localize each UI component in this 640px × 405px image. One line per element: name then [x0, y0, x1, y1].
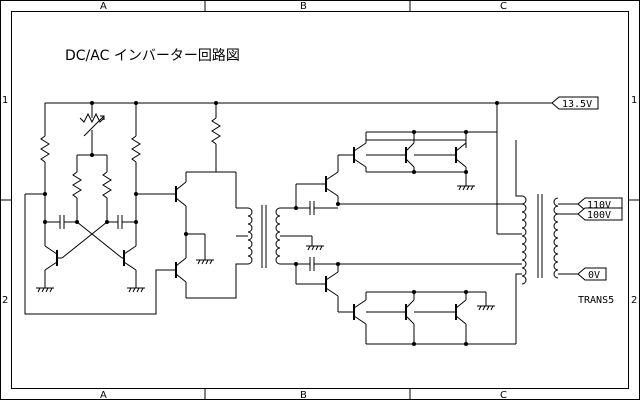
- driver-transformer: [236, 205, 300, 268]
- transistor-q7: [366, 132, 415, 172]
- ground-3: [196, 259, 214, 265]
- driver-stage: [170, 103, 248, 299]
- resistor-r2: [131, 135, 141, 163]
- transistor-q2: [122, 222, 137, 288]
- ground-2: [127, 287, 145, 293]
- transistor-q9: [296, 264, 354, 313]
- resistor-r3: [72, 171, 82, 199]
- port-100v-label: 100V: [587, 210, 611, 221]
- supply-port: 13.5V: [551, 96, 599, 110]
- row-label-2-right: 2: [631, 295, 637, 306]
- col-label-a-top: A: [100, 1, 107, 12]
- upper-switch-bank: [294, 130, 522, 215]
- supply-port-label: 13.5V: [562, 99, 592, 110]
- port-110v-label: 110V: [587, 200, 611, 211]
- multivibrator: [24, 103, 170, 315]
- row-label-2-left: 2: [2, 295, 8, 306]
- row-label-1-left: 1: [2, 95, 8, 106]
- supply-rail: [45, 101, 552, 105]
- transistor-q10: [353, 292, 367, 344]
- col-label-b-top: B: [300, 1, 307, 12]
- ground-4: [457, 185, 475, 191]
- col-label-c-top: C: [500, 1, 507, 12]
- port-0v-label: 0V: [588, 270, 600, 281]
- transistor-q11: [366, 292, 415, 344]
- col-label-a-bottom: A: [100, 390, 107, 400]
- row-label-1-right: 1: [631, 95, 637, 106]
- resistor-r4: [102, 171, 112, 199]
- resistor-r5: [211, 117, 221, 145]
- col-label-b-bottom: B: [300, 390, 307, 400]
- ground-6: [477, 305, 495, 311]
- resistor-r1: [40, 135, 50, 163]
- transistor-q4: [170, 257, 187, 298]
- output-transformer: [496, 103, 578, 285]
- col-label-c-bottom: C: [500, 390, 507, 400]
- ground-5: [300, 235, 324, 251]
- variable-resistor: [79, 112, 105, 124]
- transistor-q3: [170, 172, 187, 234]
- ground-1: [36, 287, 54, 293]
- diagram-title: DC/AC インバーター回路図: [65, 48, 240, 64]
- transistor-q5: [296, 154, 354, 204]
- lower-switch-bank: [294, 257, 522, 346]
- port-0v: 0V: [577, 267, 607, 281]
- transistor-q6: [353, 132, 367, 172]
- transistor-q1: [44, 222, 62, 288]
- transformer-label: TRANS5: [578, 295, 614, 306]
- port-100v: 100V: [577, 207, 623, 221]
- transistor-q12: [414, 292, 467, 344]
